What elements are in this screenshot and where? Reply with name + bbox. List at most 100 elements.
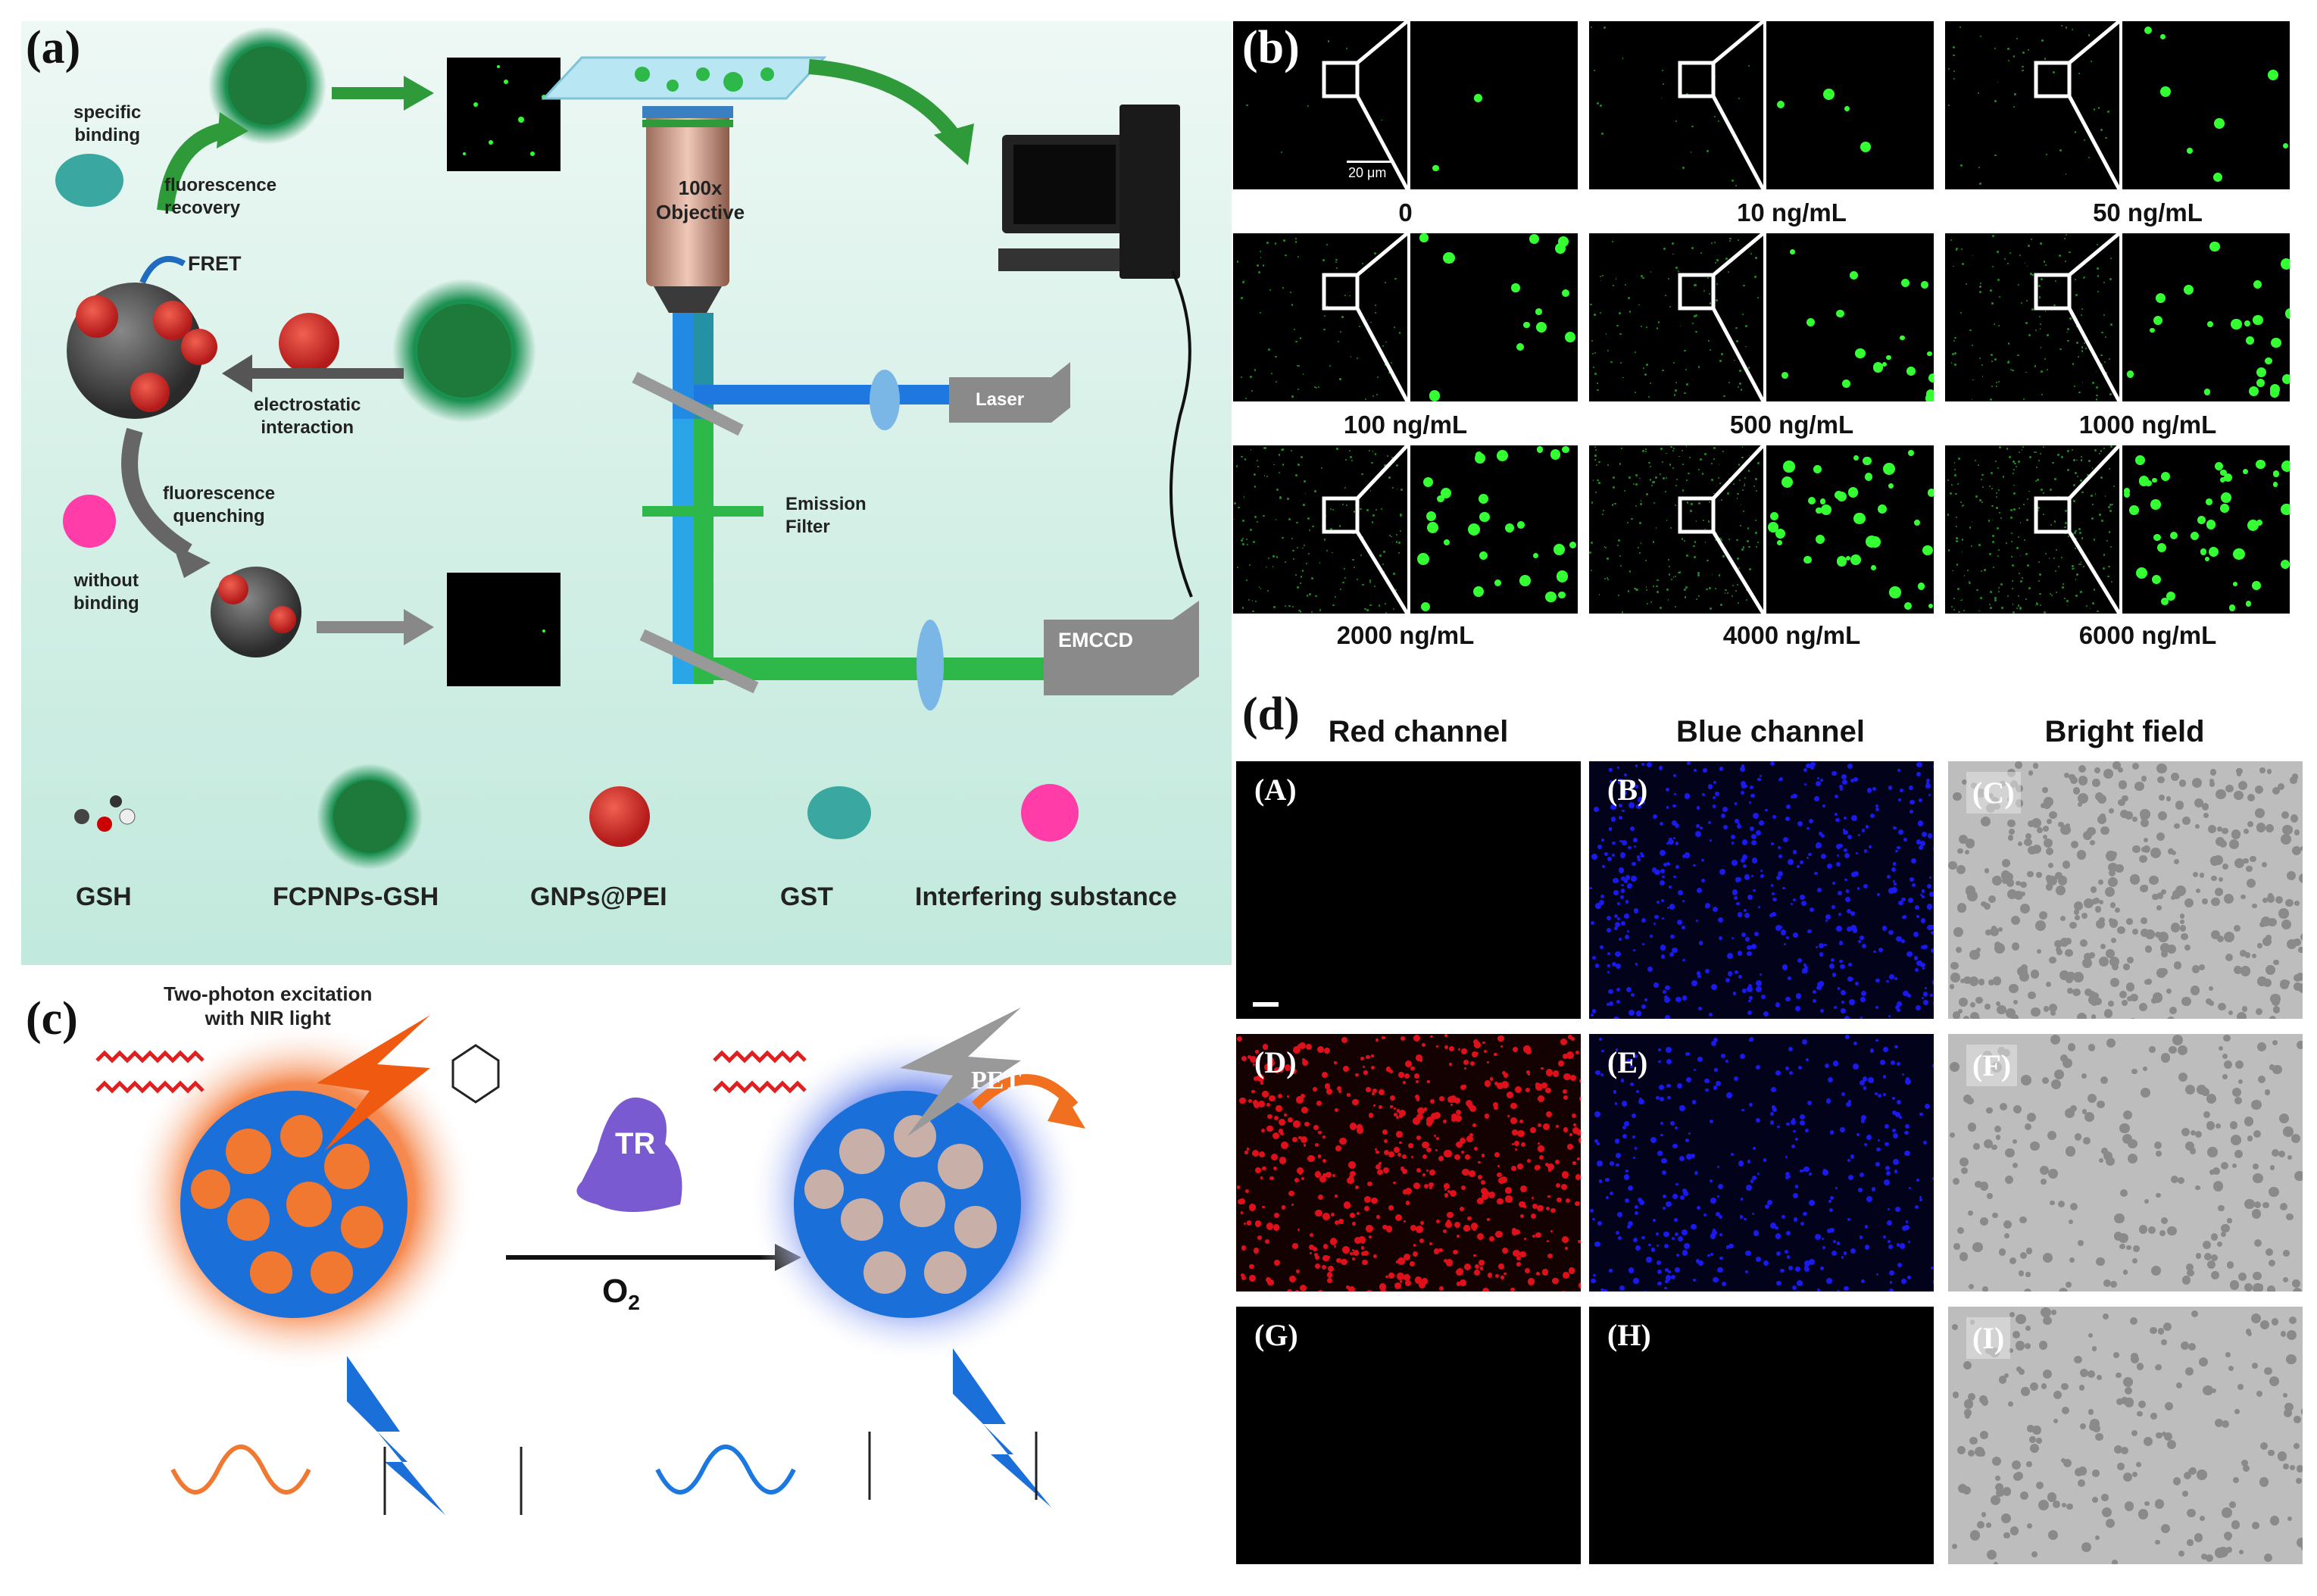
fluorescent-dot (1425, 511, 1436, 522)
fluorescent-dot (2183, 1471, 2192, 1480)
fluorescent-dot (2019, 607, 2022, 610)
fluorescent-dot (2020, 580, 2023, 582)
fluorescent-dot (1965, 839, 1975, 848)
fluorescent-dot (2264, 1089, 2271, 1095)
fluorescent-dot (2028, 334, 2031, 337)
fluorescent-dot (1674, 1232, 1678, 1237)
fluorescent-dot (2203, 1110, 2210, 1118)
fluorescent-dot (1954, 336, 1956, 339)
fluorescent-dot (2231, 829, 2241, 839)
fluorescent-dot (1751, 857, 1758, 864)
fluorescent-dot (2028, 587, 2031, 589)
cell-image-tile (1589, 1307, 1934, 1564)
fluorescent-dot (1591, 1009, 1597, 1014)
fluorescent-dot (1256, 264, 1259, 267)
fluorescent-dot (1669, 464, 1672, 466)
fluorescent-dot (2109, 393, 2112, 395)
fluorescent-dot (1971, 398, 1973, 401)
fluorescent-dot (1662, 70, 1663, 72)
fluorescent-dot (1752, 1212, 1755, 1215)
fluorescent-dot (1836, 854, 1840, 857)
fluorescent-dot (2221, 1162, 2228, 1170)
fluorescent-dot (1405, 1201, 1410, 1205)
fluorescent-dot (2181, 932, 2188, 941)
fluorescent-dot (2130, 993, 2139, 1002)
fluorescent-dot (1628, 1009, 1635, 1016)
fluorescent-dot (1444, 1150, 1452, 1157)
fluorescent-dot (1382, 345, 1385, 348)
fluorescent-dot (1636, 855, 1641, 859)
fluorescent-dot (2105, 136, 2107, 139)
fluorescent-dot (2013, 508, 2016, 511)
fluorescent-dot (2211, 1388, 2216, 1394)
fluorescent-dot (1845, 555, 1850, 561)
fluorescent-dot (1925, 778, 1930, 782)
fluorescent-dot (2096, 243, 2098, 245)
legend-gsh: GSH (76, 882, 132, 911)
fluorescent-dot (1503, 1073, 1509, 1078)
fluorescent-dot (1785, 804, 1791, 810)
fluorescent-dot (1401, 1169, 1407, 1174)
fluorescent-dot (1781, 964, 1788, 970)
fluorescent-dot (2209, 242, 2220, 252)
fluorescent-dot (1956, 903, 1967, 913)
fluorescent-dot (1738, 822, 1741, 825)
fluorescent-dot (1240, 1211, 1244, 1215)
fluorescent-dot (2170, 772, 2179, 781)
fluorescent-dot (2160, 1339, 2167, 1345)
fluorescent-dot (1429, 1185, 1433, 1190)
fluorescent-dot (1436, 1045, 1439, 1048)
fluorescent-dot (1685, 586, 1688, 589)
fluorescent-dot (1752, 812, 1759, 819)
fluorescent-dot (2038, 460, 2040, 461)
subpanel-label: (E) (1607, 1045, 1648, 1079)
fluorescent-dot (1266, 566, 1267, 568)
fluorescent-dot (1875, 978, 1880, 983)
fluorescent-dot (1504, 1177, 1507, 1181)
fluorescent-dot (1822, 804, 1825, 808)
fluorescent-dot (1950, 961, 1959, 970)
fluorescent-dot (1996, 527, 1999, 530)
zoom-indicator (2034, 233, 2122, 401)
fluorescent-dot (1788, 1046, 1794, 1052)
fluorescent-dot (1719, 483, 1721, 485)
fluorescent-dot (1360, 1240, 1365, 1244)
fluorescent-dot (2262, 897, 2268, 903)
fluorescent-dot (2111, 1559, 2118, 1564)
fluorescent-dot (1982, 474, 1984, 476)
fluorescent-dot (2251, 903, 2257, 909)
fluorescent-dot (1756, 980, 1762, 987)
fluorescent-dot (2014, 891, 2023, 900)
fluorescent-dot (1519, 1119, 1524, 1123)
subpanel-label: (A) (1254, 773, 1297, 807)
fluorescent-dot (1749, 826, 1755, 832)
fluorescent-dot (1318, 1130, 1322, 1134)
fluorescent-dot (1875, 804, 1878, 808)
fluorescent-dot (1371, 461, 1373, 464)
fluorescent-dot (1693, 315, 1696, 318)
fluorescent-dot (2211, 1271, 2219, 1279)
fluorescent-dot (1656, 327, 1659, 330)
fluorescent-dot (1613, 476, 1616, 479)
fluorescent-dot (2215, 888, 2224, 897)
fluorescent-dot (1653, 481, 1656, 483)
fluorescent-dot (1259, 1078, 1263, 1082)
fluorescent-dot (2013, 461, 2015, 463)
fluorescent-dot (2021, 1387, 2030, 1396)
fluorescent-dot (1920, 962, 1925, 968)
fluorescent-dot (2157, 810, 2167, 820)
fluorescent-dot (1600, 894, 1605, 899)
fluorescent-dot (1253, 1100, 1259, 1106)
fluorescent-dot (1278, 454, 1280, 456)
fluorescent-dot (2091, 517, 2094, 520)
fluorescent-dot (1705, 1088, 1709, 1092)
fluorescent-dot (1832, 881, 1836, 885)
fluorescent-dot (1894, 976, 1898, 980)
fluorescent-dot (1619, 1285, 1625, 1291)
fluorescent-dot (2056, 946, 2061, 952)
overview-half (1233, 233, 1403, 401)
zoom-indicator (1322, 21, 1410, 189)
fluorescent-dot (2081, 349, 2084, 352)
fluorescent-dot (2223, 1034, 2231, 1042)
fluorescent-dot (2124, 1386, 2133, 1395)
